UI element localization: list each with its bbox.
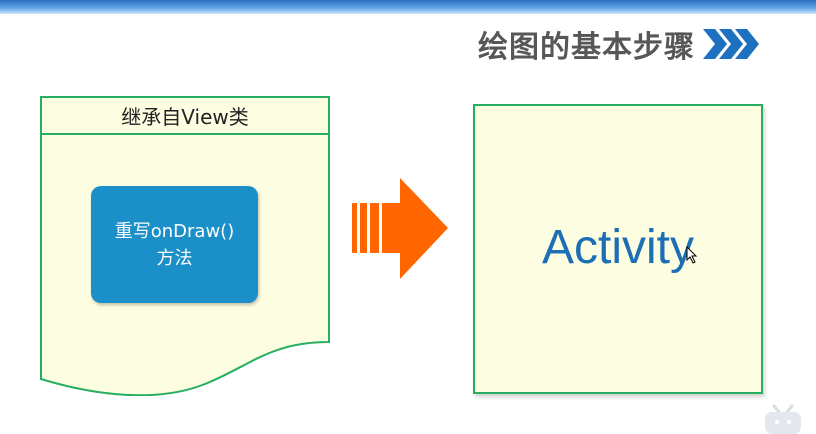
ondraw-method-card: 重写onDraw() 方法 [91,186,258,303]
ondraw-card-line1: 重写onDraw() [114,220,235,242]
ondraw-card-line2: 方法 [156,247,193,269]
slide-title-text: 绘图的基本步骤 [478,30,695,65]
triple-chevron-right-icon [703,29,759,59]
bilibili-tv-icon[interactable] [762,404,804,434]
view-box-header: 继承自View类 [121,104,249,129]
activity-box: Activity [473,104,763,394]
slide-title: 绘图的基本步骤 [478,24,761,65]
mouse-cursor-icon [686,246,698,264]
activity-label: Activity [541,221,694,274]
top-band [0,0,816,14]
orange-striped-arrow-icon [352,178,448,279]
